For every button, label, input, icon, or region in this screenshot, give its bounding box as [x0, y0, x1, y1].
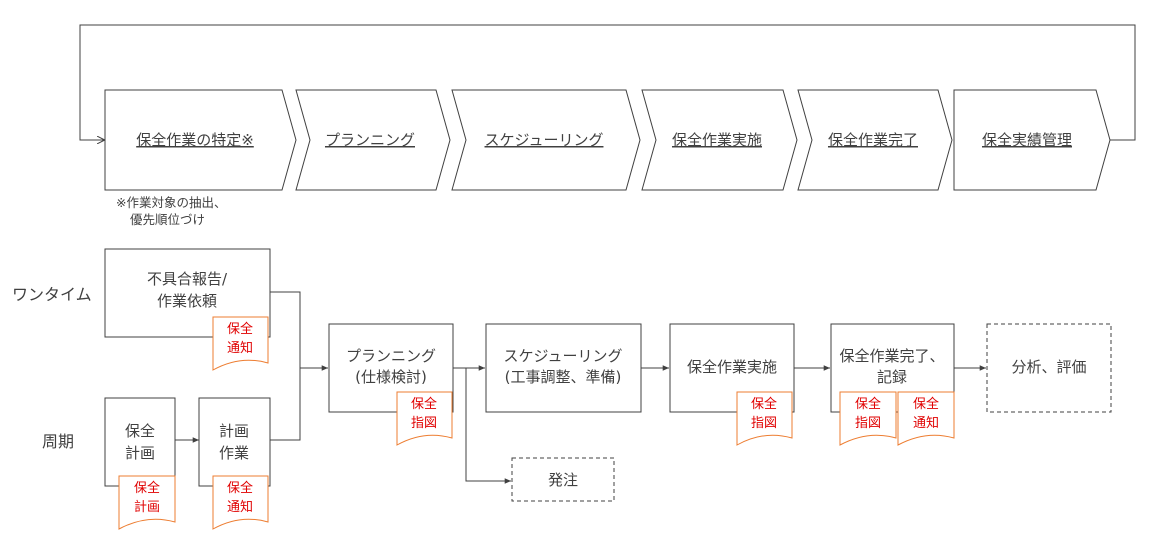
process-step-scheduling: スケジューリング: [451, 89, 641, 191]
box-label-line-1: 保全: [125, 422, 155, 440]
process-step-label: 保全作業実施: [672, 131, 762, 149]
box-label-line-2: (仕様検討): [355, 368, 427, 386]
box-label-line-2: 作業依頼: [157, 292, 217, 310]
process-step-execution: 保全作業実施: [641, 89, 798, 191]
box-label-line-1: 不具合報告/: [147, 270, 228, 288]
box-label-line-1: 発注: [548, 471, 578, 489]
doc-label-line-2: 指図: [411, 416, 437, 431]
box-analysis: 分析、評価: [986, 323, 1112, 413]
process-step-label: 保全作業の特定※: [136, 131, 254, 149]
process-step-completion: 保全作業完了: [797, 89, 953, 191]
box-defect-report: 不具合報告/ 作業依頼: [104, 248, 271, 338]
process-step-identify: 保全作業の特定※: [104, 89, 297, 191]
lane-label-periodic: 周期: [42, 432, 74, 451]
process-step-records: 保全実績管理: [953, 89, 1111, 191]
doc-order-completion: 保全 指図: [839, 391, 897, 446]
box-label-line-1: 分析、評価: [1011, 358, 1086, 376]
doc-label-line-2: 通知: [913, 415, 939, 431]
doc-label-line-2: 通知: [227, 499, 253, 515]
doc-label-line-1: 保全: [227, 480, 253, 496]
box-label-line-2: (工事調整、準備): [505, 368, 622, 386]
box-maintenance-plan: 保全 計画: [104, 397, 176, 487]
connectors: [175, 291, 986, 484]
box-label-line-1: 計画: [219, 422, 249, 440]
box-label-line-1: 保全作業完了、: [839, 347, 944, 365]
doc-label-line-1: 保全: [751, 396, 777, 412]
doc-notice-completion: 保全 通知: [897, 391, 955, 446]
box-scheduling: スケジューリング (工事調整、準備): [485, 323, 642, 413]
box-label-line-1: プランニング: [346, 347, 436, 365]
box-label-line-2: 記録: [877, 368, 907, 386]
doc-notice-defect: 保全 通知: [212, 316, 269, 371]
doc-label-line-2: 計画: [134, 499, 160, 515]
process-step-label: スケジューリング: [485, 131, 604, 149]
process-note-line-2: 優先順位づけ: [130, 212, 205, 227]
box-label-line-1: 保全作業実施: [687, 358, 777, 376]
lane-label-onetime: ワンタイム: [12, 285, 92, 304]
doc-notice-planwork: 保全 通知: [212, 475, 269, 530]
arrow-to-order: [465, 368, 511, 484]
feedback-loop-line: [79, 24, 1136, 140]
process-step-label: 保全作業完了: [828, 131, 918, 149]
box-label-line-1: スケジューリング: [504, 347, 623, 365]
doc-label-line-2: 通知: [227, 340, 253, 356]
doc-order-execution: 保全 指図: [736, 391, 793, 446]
process-step-label: プランニング: [325, 131, 415, 149]
process-step-label: 保全実績管理: [982, 131, 1072, 149]
merge-line: [270, 291, 301, 441]
box-label-line-2: 計画: [125, 444, 155, 462]
doc-label-line-2: 指図: [855, 416, 881, 431]
box-label-line-2: 作業: [219, 444, 249, 462]
doc-label-line-1: 保全: [227, 321, 253, 337]
doc-label-line-1: 保全: [134, 480, 160, 496]
doc-label-line-1: 保全: [855, 396, 881, 412]
box-planned-work: 計画 作業: [198, 397, 271, 487]
doc-label-line-1: 保全: [411, 396, 437, 412]
doc-plan: 保全 計画: [118, 475, 176, 530]
doc-order-planning: 保全 指図: [396, 391, 453, 446]
process-flow: 保全作業の特定※ プランニング スケジューリング 保全作業実施 保全作業完了 保…: [104, 89, 1111, 191]
box-order: 発注: [511, 457, 615, 502]
process-note-line-1: ※作業対象の抽出、: [116, 195, 226, 210]
doc-label-line-1: 保全: [913, 396, 939, 412]
doc-label-line-2: 指図: [751, 416, 777, 431]
process-step-planning: プランニング: [295, 89, 451, 191]
